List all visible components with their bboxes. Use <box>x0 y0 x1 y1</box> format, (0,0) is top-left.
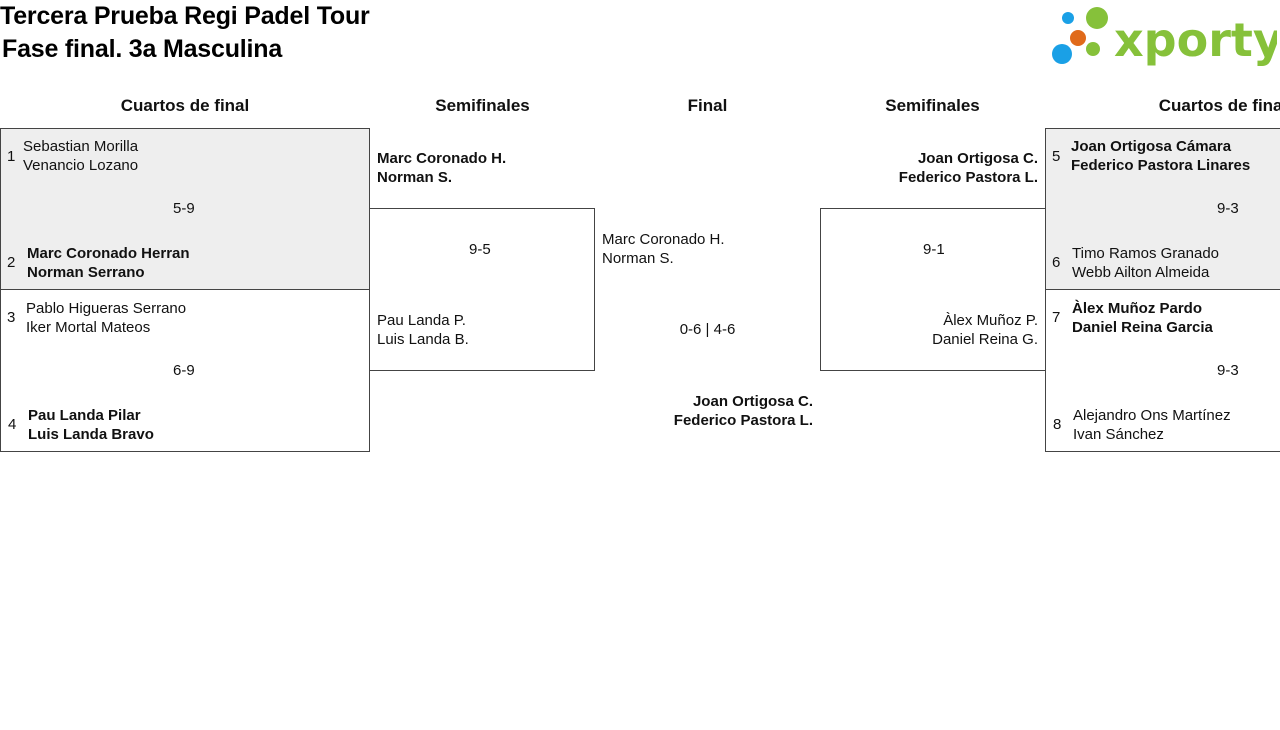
round-header-right-quarters: Cuartos de final <box>1158 96 1280 115</box>
xporty-logo: xporty <box>1052 7 1277 67</box>
semi-right-team-1-player-1: Joan Ortigosa C. <box>917 150 1038 167</box>
match-box-right-semi[interactable]: 9-1 Àlex Muñoz P. Daniel Reina G. <box>820 208 1046 371</box>
final-team-2-player-2: Federico Pastora L. <box>673 412 813 429</box>
team-2-player-2: Luis Landa Bravo <box>28 426 154 443</box>
team-2-player-2: Daniel Reina G. <box>932 331 1038 348</box>
logo-dot-green <box>1086 7 1108 29</box>
team-1-player-2: Venancio Lozano <box>23 157 139 174</box>
match-score: 5-9 <box>173 200 195 217</box>
round-header-right-semis: Semifinales <box>885 96 980 115</box>
page-title: Tercera Prueba Regi Padel Tour <box>0 2 370 30</box>
seed-number: 7 <box>1052 309 1061 326</box>
final-team-1-player-2: Norman S. <box>602 250 674 267</box>
match-score: 9-3 <box>1217 200 1239 217</box>
team-2-player-2: Webb Ailton Almeida <box>1072 264 1210 281</box>
round-header-final: Final <box>687 96 728 115</box>
team-1-player-1: Joan Ortigosa Cámara <box>1071 138 1232 155</box>
match-score: 6-9 <box>173 362 195 379</box>
match-box-left-qf2[interactable]: 3 Pablo Higueras Serrano Iker Mortal Mat… <box>0 289 370 452</box>
team-2-player-1: Timo Ramos Granado <box>1072 245 1219 262</box>
match-score: 9-1 <box>923 241 945 258</box>
semi-left-team-1-player-2: Norman S. <box>377 169 453 186</box>
logo-dot-blue <box>1062 12 1074 24</box>
team-1-player-1: Àlex Muñoz Pardo <box>1072 300 1203 317</box>
team-1-player-1: Pablo Higueras Serrano <box>26 300 187 317</box>
team-1-player-2: Federico Pastora Linares <box>1071 157 1251 174</box>
match-score: 9-5 <box>469 241 491 258</box>
team-2-player-2: Luis Landa B. <box>377 331 469 348</box>
seed-number: 8 <box>1053 416 1062 433</box>
match-score: 9-3 <box>1217 362 1239 379</box>
seed-number: 3 <box>7 309 16 326</box>
semi-right-team-1-player-2: Federico Pastora L. <box>898 169 1038 186</box>
match-box-right-qf2[interactable]: 7 Àlex Muñoz Pardo Daniel Reina Garcia 9… <box>1045 289 1280 452</box>
team-2-player-1: Marc Coronado Herran <box>27 245 190 262</box>
round-header-left-quarters: Cuartos de final <box>120 96 250 115</box>
team-2-player-2: Norman Serrano <box>27 264 145 281</box>
team-1-player-2: Daniel Reina Garcia <box>1072 319 1213 336</box>
logo-text: xporty <box>1114 13 1277 67</box>
seed-number: 4 <box>8 416 17 433</box>
logo-dot-blue-large <box>1052 44 1072 64</box>
match-box-right-qf1[interactable]: 5 Joan Ortigosa Cámara Federico Pastora … <box>1045 128 1280 290</box>
match-box-left-qf1[interactable]: 1 Sebastian Morilla Venancio Lozano 5-9 … <box>0 128 370 290</box>
final-team-2-player-1: Joan Ortigosa C. <box>692 393 813 410</box>
team-2-player-1: Alejandro Ons Martínez <box>1073 407 1231 424</box>
team-2-player-1: Àlex Muñoz P. <box>943 312 1038 329</box>
team-2-player-2: Ivan Sánchez <box>1073 426 1164 443</box>
team-2-player-1: Pau Landa Pilar <box>28 407 141 424</box>
seed-number: 2 <box>7 254 16 271</box>
final-team-1-player-1: Marc Coronado H. <box>602 231 725 248</box>
final-score: 0-6 | 4-6 <box>679 321 736 338</box>
page-subtitle: Fase final. 3a Masculina <box>2 35 283 63</box>
seed-number: 1 <box>7 148 16 165</box>
match-box-left-semi[interactable]: 9-5 Pau Landa P. Luis Landa B. <box>369 208 595 371</box>
round-header-left-semis: Semifinales <box>435 96 530 115</box>
team-1-player-2: Iker Mortal Mateos <box>26 319 151 336</box>
logo-dot-green-small <box>1086 42 1100 56</box>
team-1-player-1: Sebastian Morilla <box>23 138 139 155</box>
team-2-player-1: Pau Landa P. <box>377 312 466 329</box>
semi-left-team-1-player-1: Marc Coronado H. <box>377 150 507 167</box>
seed-number: 5 <box>1052 148 1061 165</box>
logo-dot-orange <box>1070 30 1086 46</box>
seed-number: 6 <box>1052 254 1061 271</box>
